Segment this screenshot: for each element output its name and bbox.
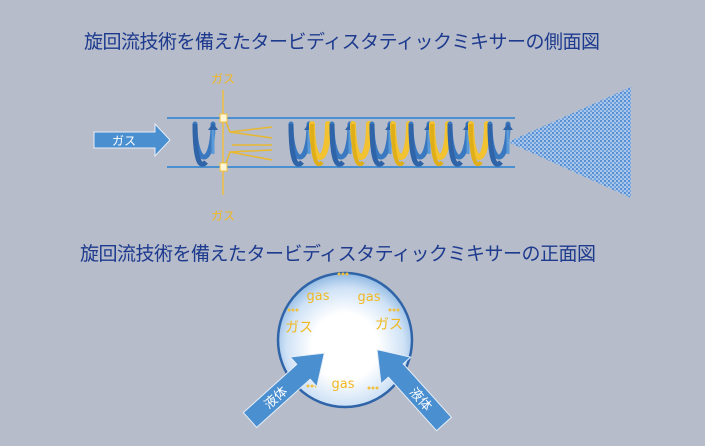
- gas-jp-label-left: ガス: [285, 320, 313, 336]
- swirl-sequence: [291, 123, 513, 164]
- side-view-title: 旋回流技術を備えたタービディスタティックミキサーの側面図: [84, 31, 600, 53]
- gas-label-top-right: gas: [358, 290, 381, 305]
- top-gas-label: ガス: [211, 72, 235, 86]
- swirl-icon: [195, 123, 218, 164]
- side-view: ガス ガス ガス: [93, 72, 631, 223]
- gas-label-top-left: gas: [307, 289, 330, 304]
- gas-label-bottom: gas: [332, 377, 355, 392]
- spray-cone: [508, 87, 631, 198]
- bottom-gas-label: ガス: [211, 209, 235, 223]
- front-view-title: 旋回流技術を備えたタービディスタティックミキサーの正面図: [80, 243, 596, 265]
- gas-inlet-label: ガス: [112, 134, 136, 148]
- gas-jp-label-right: ガス: [375, 317, 403, 333]
- gas-inlet-arrow: ガス: [93, 122, 171, 158]
- gas-injector: ガス ガス: [211, 72, 273, 223]
- front-view: gas gas ガス ガス gas 液体 液体: [242, 271, 453, 432]
